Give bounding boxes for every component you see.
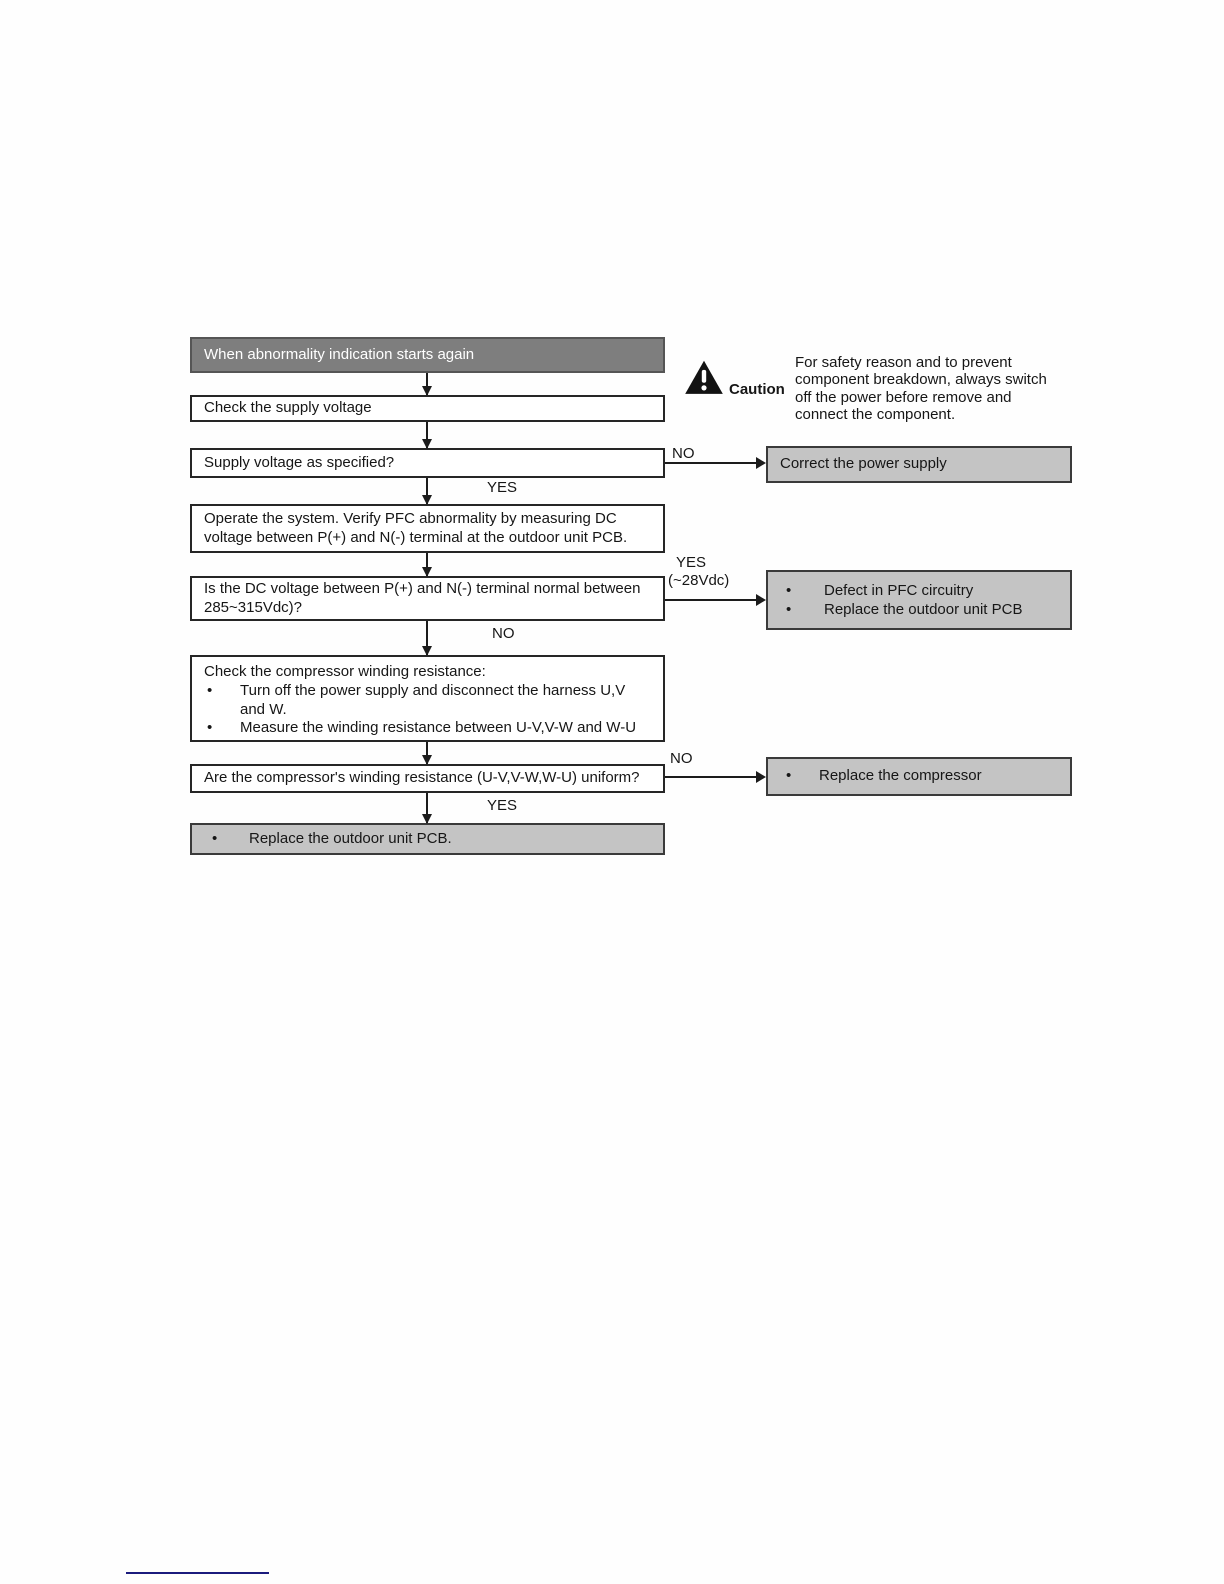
check-supply-node: Check the supply voltage (190, 395, 665, 422)
bullet-glyph: • (207, 681, 213, 699)
pfc-defect-bullet: • Defect in PFC circuitry (780, 582, 1058, 601)
bullet-glyph: • (786, 767, 792, 785)
start-node: When abnormality indication starts again (190, 337, 665, 373)
branch-label-yes: YES (487, 479, 518, 496)
warning-triangle-icon (684, 359, 724, 396)
bullet-glyph: • (786, 600, 792, 618)
footer-link-underline[interactable] (126, 1572, 269, 1574)
branch-label-no: NO (672, 445, 695, 462)
branch-arrow-no-winding (665, 771, 766, 783)
pfc-defect-bullet: • Replace the outdoor unit PCB (780, 601, 1058, 620)
bullet-glyph: • (786, 582, 792, 599)
replace-compressor-node: • Replace the compressor (766, 757, 1072, 796)
branch-arrow-yes-dc (665, 594, 766, 606)
compressor-check-bullet: • Turn off the power supply and disconne… (204, 682, 651, 720)
final-node: • Replace the outdoor unit PCB. (190, 823, 665, 855)
compressor-check-bullet: • Measure the winding resistance between… (204, 719, 651, 738)
down-arrow-connector (422, 422, 432, 449)
operate-system-node: Operate the system. Verify PFC abnormali… (190, 504, 665, 553)
down-arrow-connector (422, 478, 432, 505)
branch-label-yes-value: (~28Vdc) (668, 572, 730, 589)
bullet-glyph: • (212, 829, 218, 847)
bullet-glyph: • (207, 719, 213, 737)
down-arrow-connector (422, 793, 432, 824)
down-arrow-connector (422, 742, 432, 765)
down-arrow-connector (422, 373, 432, 396)
supply-question-node: Supply voltage as specified? (190, 448, 665, 478)
branch-label-yes: YES (676, 554, 707, 571)
dc-voltage-question-node: Is the DC voltage between P(+) and N(-) … (190, 576, 665, 621)
compressor-check-node: Check the compressor winding resistance:… (190, 655, 665, 742)
branch-label-yes: YES (487, 797, 518, 814)
compressor-check-title: Check the compressor winding resistance: (204, 663, 486, 680)
branch-label-no: NO (670, 750, 693, 767)
caution-label: Caution (729, 381, 785, 398)
branch-label-no: NO (492, 625, 515, 642)
down-arrow-connector (422, 621, 432, 656)
branch-arrow-no-supply (665, 457, 766, 469)
pfc-defect-node: • Defect in PFC circuitry • Replace the … (766, 570, 1072, 630)
caution-text: For safety reason and to prevent compone… (795, 354, 1047, 424)
correct-power-node: Correct the power supply (766, 446, 1072, 483)
winding-question-node: Are the compressor's winding resistance … (190, 764, 665, 793)
down-arrow-connector (422, 553, 432, 577)
